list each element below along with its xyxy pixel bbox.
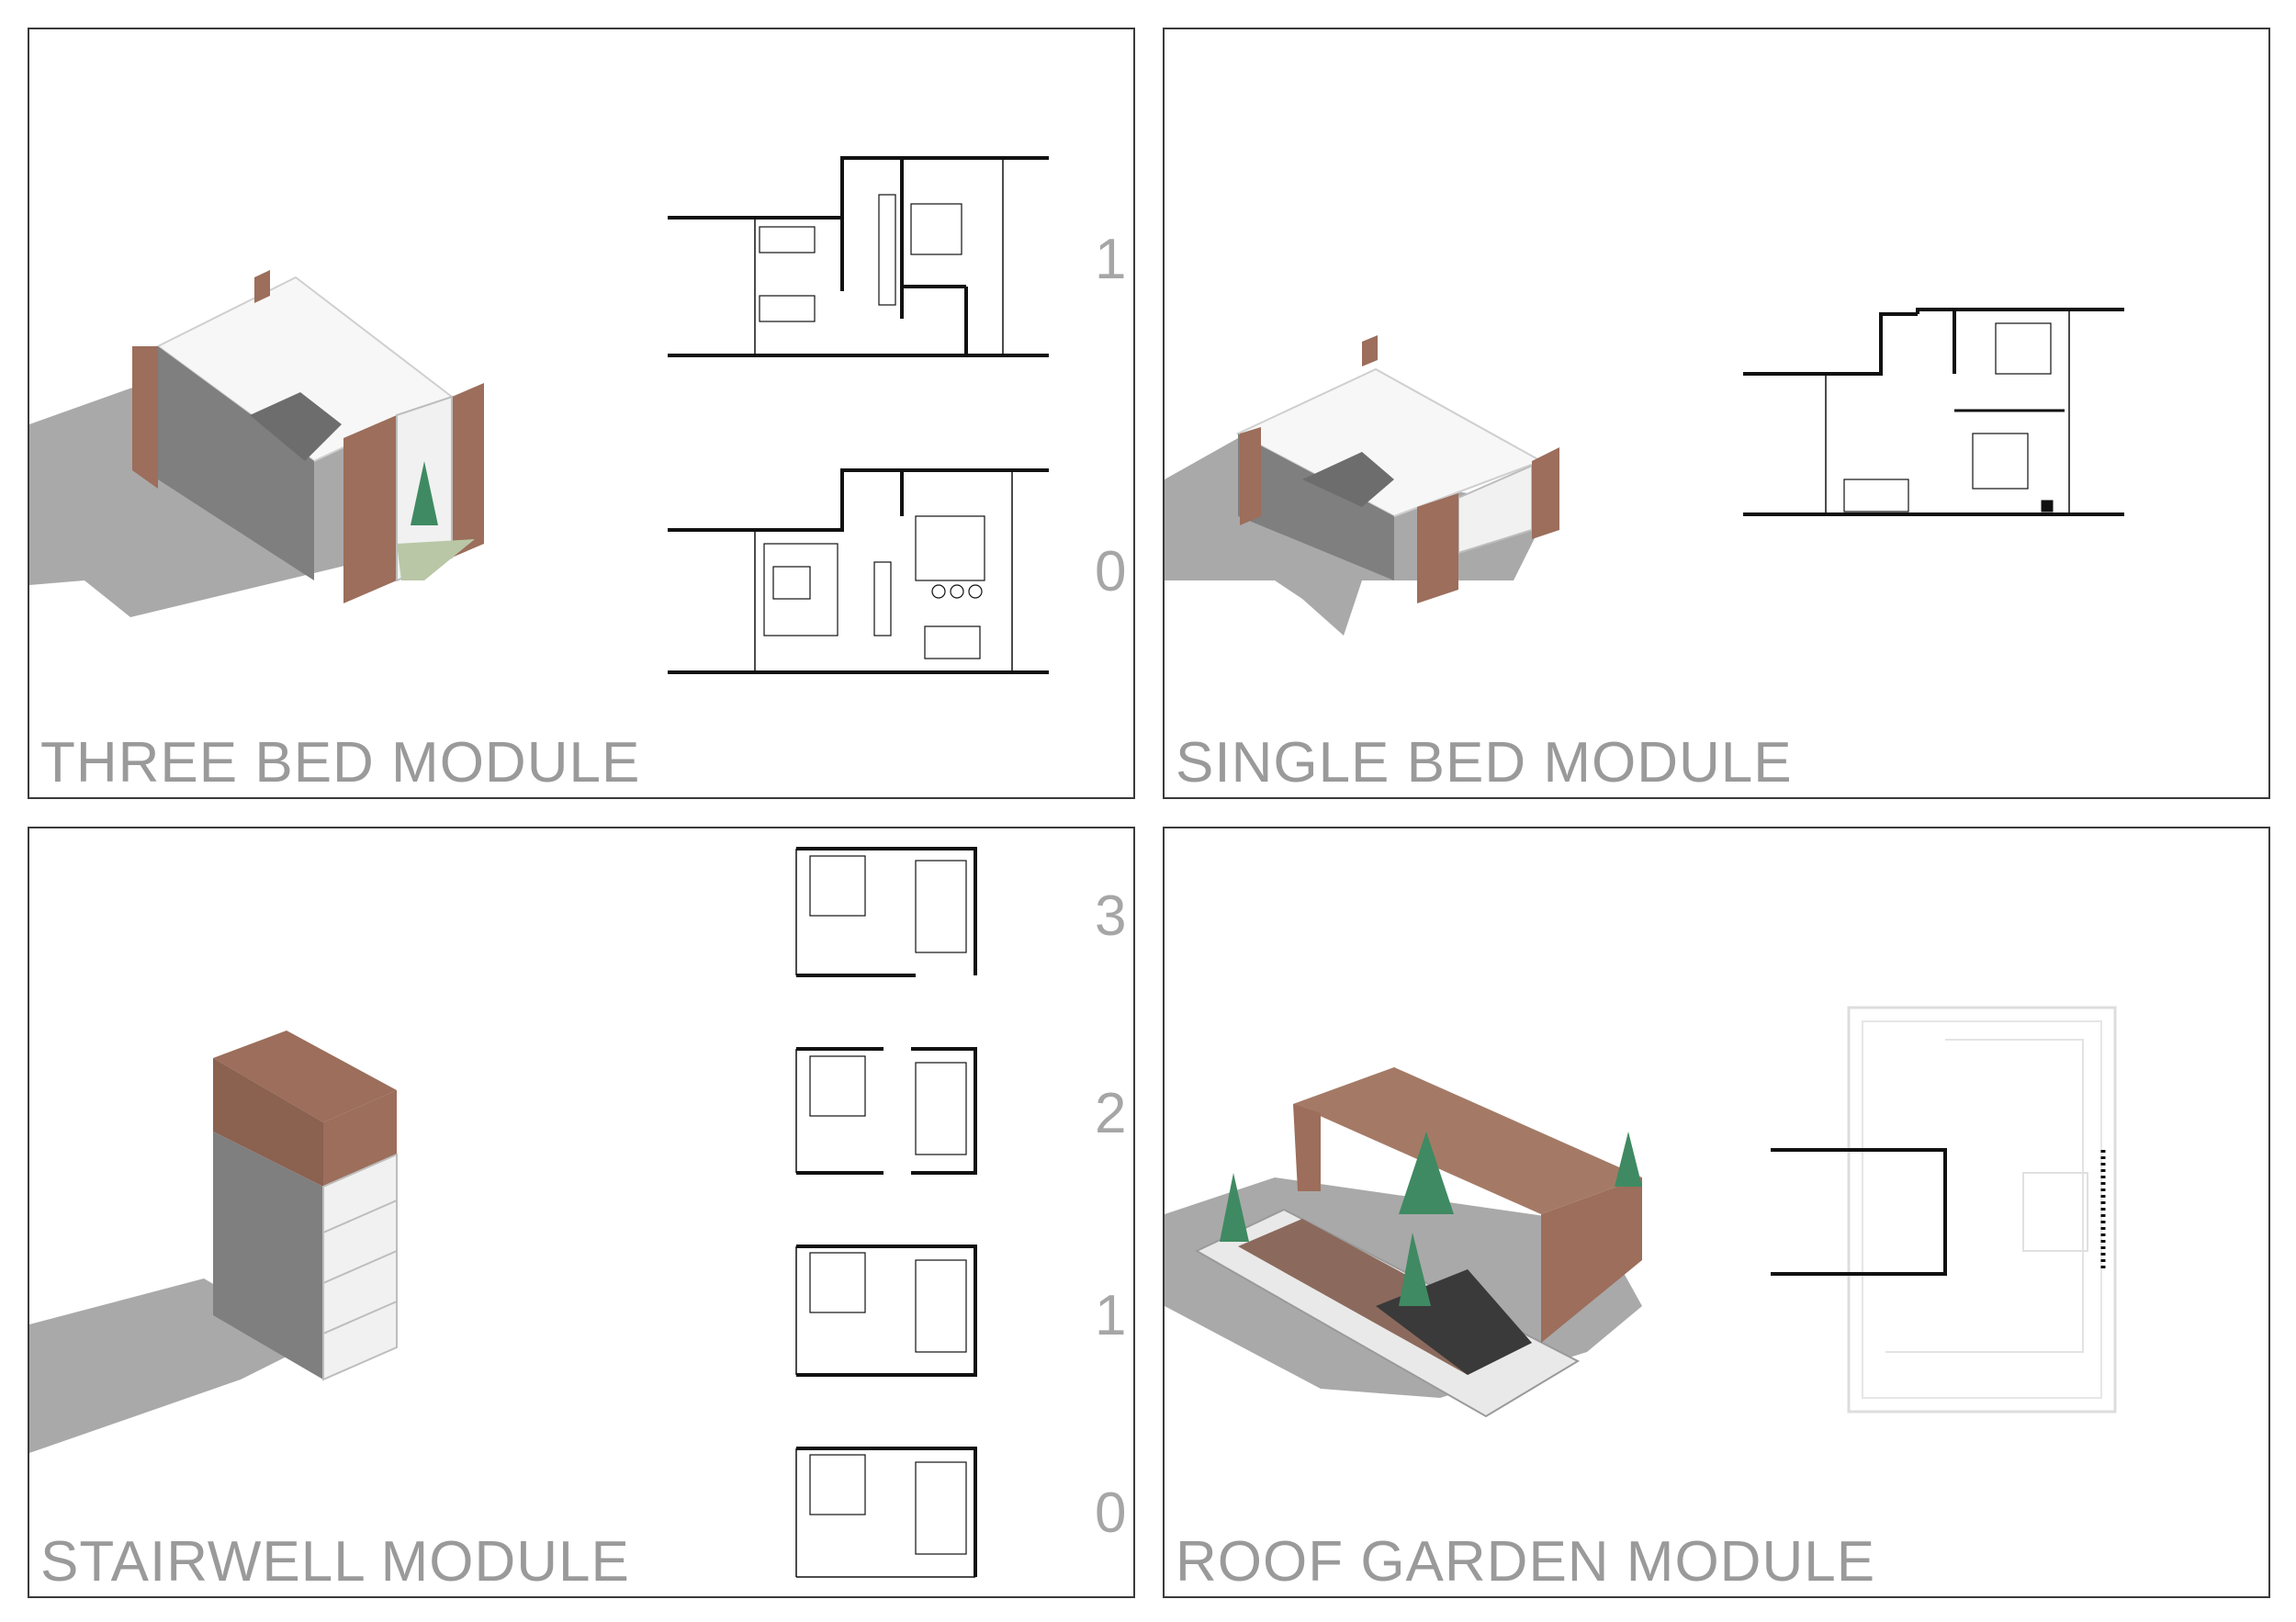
concrete-wall <box>213 1132 323 1380</box>
timber-roof-top <box>213 1031 397 1122</box>
single-bed-floor-plan <box>1743 308 2124 516</box>
panel-three-bed-module: 1 0 THREE BED MODULE <box>28 28 1135 799</box>
tree-1 <box>1220 1173 1249 1242</box>
plan-stair-level-3 <box>795 847 977 977</box>
timber-cladding-front <box>1417 493 1458 603</box>
plan-level-0 <box>668 468 1049 674</box>
level-label-1: 1 <box>1095 1284 1127 1347</box>
tree-2 <box>1399 1132 1454 1214</box>
concrete-wall-notch <box>1302 452 1394 507</box>
timber-cladding-left <box>132 346 158 489</box>
plan-stair-level-2 <box>795 1047 977 1175</box>
concrete-wall-notch <box>250 392 342 461</box>
pergola-side <box>1293 1104 1321 1191</box>
timber-cladding-front <box>452 383 484 558</box>
roof-plan <box>1771 1006 2117 1414</box>
pergola-front <box>1541 1177 1642 1343</box>
chimney-fin <box>1362 335 1378 366</box>
pergola-top <box>1293 1067 1642 1214</box>
panel-stairwell-module: 3 2 1 0 STAIRWELL MODULE <box>28 827 1135 1598</box>
panel-title: ROOF GARDEN MODULE <box>1176 1530 1876 1594</box>
panel-roof-garden-module: ROOF GARDEN MODULE <box>1163 827 2270 1598</box>
panel-title: SINGLE BED MODULE <box>1176 731 1793 794</box>
timber-cladding-end <box>1532 447 1559 539</box>
panel-single-bed-module: SINGLE BED MODULE <box>1163 28 2270 799</box>
plan-stair-level-1 <box>795 1245 977 1377</box>
roof-garden-isometric-drawing <box>1165 1067 1642 1418</box>
chimney-fin <box>254 270 270 303</box>
three-bed-floor-plans <box>668 156 1049 674</box>
concrete-wall-left <box>1238 434 1394 580</box>
stairwell-isometric-drawing <box>29 1031 398 1453</box>
level-label-1: 1 <box>1095 228 1127 291</box>
roof-garden-plan <box>1771 1006 2117 1414</box>
level-label-0: 0 <box>1095 540 1127 603</box>
single-bed-isometric-drawing <box>1165 335 1559 636</box>
three-bed-isometric-drawing <box>29 270 484 617</box>
garden-ground <box>397 539 475 580</box>
concrete-wall-left <box>158 346 314 580</box>
level-label-2: 2 <box>1095 1082 1127 1145</box>
tree-4 <box>1615 1132 1642 1187</box>
plan-level-1 <box>668 156 1049 357</box>
tree <box>411 461 438 525</box>
stairwell-floor-plans <box>795 847 977 1578</box>
plan-level-single <box>1743 308 2124 516</box>
level-label-3: 3 <box>1095 884 1127 948</box>
timber-cladding-left <box>1240 427 1261 525</box>
tree-3 <box>1399 1233 1431 1306</box>
panel-title: STAIRWELL MODULE <box>40 1530 630 1594</box>
plan-stair-level-0 <box>795 1447 977 1578</box>
level-label-0: 0 <box>1095 1481 1127 1545</box>
panel-title: THREE BED MODULE <box>40 731 641 794</box>
timber-band-left <box>213 1058 323 1187</box>
timber-cladding-end <box>343 415 397 603</box>
